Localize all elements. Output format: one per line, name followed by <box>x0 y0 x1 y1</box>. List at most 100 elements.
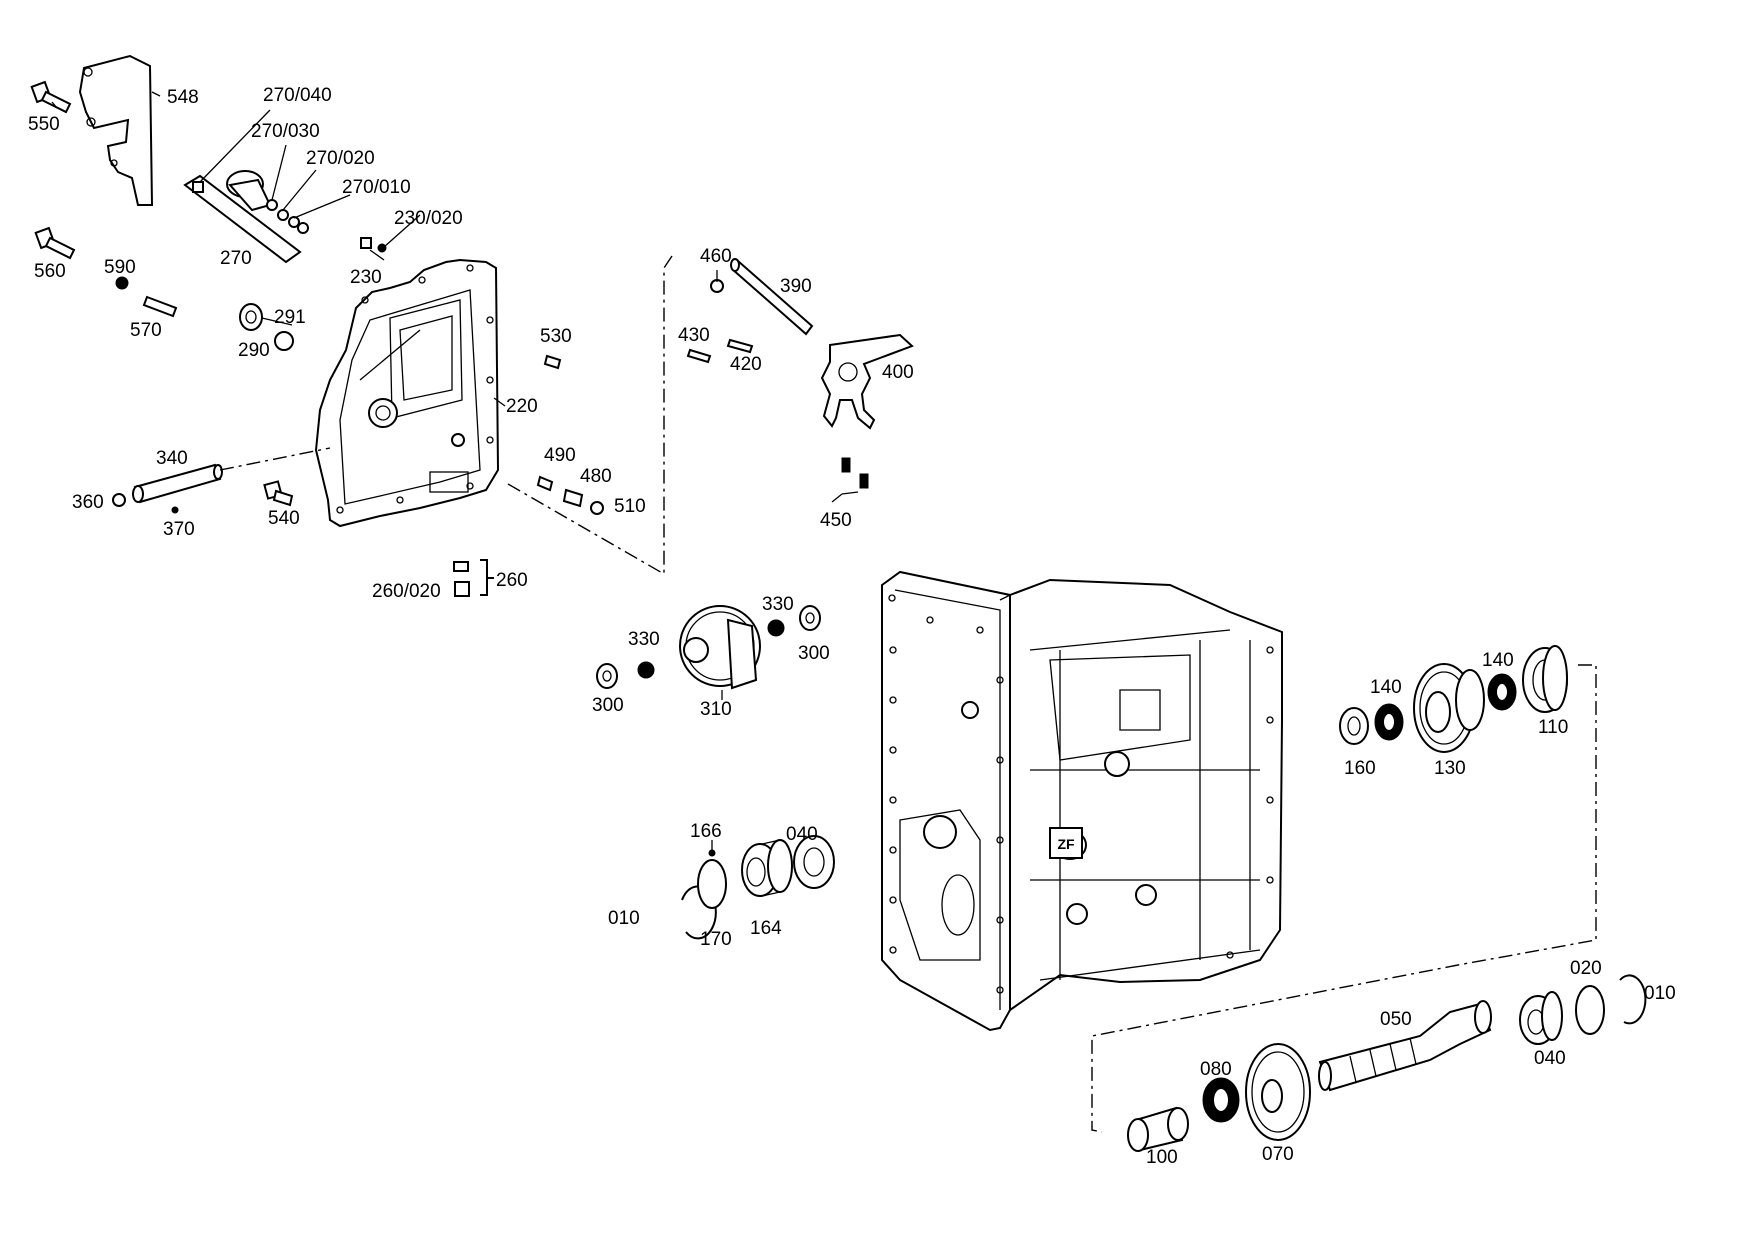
part-number-label: 450 <box>820 510 852 531</box>
part-number-label: 040 <box>1534 1048 1566 1069</box>
part-number-label: 480 <box>580 466 612 487</box>
needle-bearing-part <box>1374 673 1517 741</box>
dashdot-line <box>1091 664 1597 1133</box>
part-number-label: 160 <box>1344 758 1376 779</box>
part-number-label: 260 <box>496 570 528 591</box>
part-number-label: 140 <box>1482 650 1514 671</box>
part-number-label: 360 <box>72 492 104 513</box>
ball-part <box>115 276 129 290</box>
part-number-label: 170 <box>700 929 732 950</box>
part-number-label: 420 <box>730 354 762 375</box>
bushing-part <box>1127 1106 1189 1152</box>
part-number-label: 080 <box>1200 1059 1232 1080</box>
part-number-label: 540 <box>268 508 300 529</box>
cover-plate-part <box>314 258 500 528</box>
part-number-label: 230 <box>350 267 382 288</box>
ball-part <box>708 849 716 857</box>
part-number-label: 164 <box>750 918 782 939</box>
screw-part <box>831 457 869 503</box>
part-number-label: 430 <box>678 325 710 346</box>
part-number-label: 300 <box>798 643 830 664</box>
bearing-part <box>1522 645 1568 713</box>
part-number-label: 390 <box>780 276 812 297</box>
shift-rod-part <box>730 258 814 336</box>
part-number-label: 570 <box>130 320 162 341</box>
part-labels: 548 550 270/040 270/030 270/020 270/010 … <box>28 85 1676 1168</box>
part-number-label: 040 <box>786 824 818 845</box>
part-number-label: 290 <box>238 340 270 361</box>
part-number-label: 270/040 <box>263 85 332 106</box>
part-number-label: 400 <box>882 362 914 383</box>
gear-part <box>1413 663 1485 753</box>
part-number-label: 300 <box>592 695 624 716</box>
part-number-label: 530 <box>540 326 572 347</box>
washer-part <box>1339 707 1369 745</box>
part-number-label: 070 <box>1262 1144 1294 1165</box>
pin-part <box>726 338 754 354</box>
pin-part <box>171 506 179 514</box>
part-number-label: 291 <box>274 307 306 328</box>
part-number-label: 460 <box>700 246 732 267</box>
ring-part <box>1575 985 1605 1035</box>
part-number-label: 590 <box>104 257 136 278</box>
bolt-part <box>30 80 72 114</box>
part-number-label: 550 <box>28 114 60 135</box>
gear-part <box>1245 1043 1311 1141</box>
pin-part <box>686 348 712 364</box>
part-number-label: 100 <box>1146 1147 1178 1168</box>
shaft-part <box>1318 1000 1492 1092</box>
clip-part <box>360 237 387 253</box>
circlip-part <box>1619 974 1647 1025</box>
bracket-part <box>78 54 154 206</box>
part-number-label: 220 <box>506 396 538 417</box>
housing-part <box>881 570 1283 1032</box>
part-number-label: 548 <box>167 87 199 108</box>
part-number-label: 010 <box>1644 983 1676 1004</box>
part-number-label: 230/020 <box>394 208 463 229</box>
part-number-label: 270/020 <box>306 148 375 169</box>
ring-part <box>697 859 727 909</box>
part-number-label: 270 <box>220 248 252 269</box>
sensor-part <box>183 170 309 264</box>
dashdot-line <box>507 483 665 575</box>
part-number-label: 166 <box>690 821 722 842</box>
shift-fork-part <box>820 333 914 430</box>
plug-part <box>239 303 294 351</box>
leader-lines <box>51 91 723 850</box>
part-number-label: 270/030 <box>251 121 320 142</box>
part-number-label: 490 <box>544 445 576 466</box>
part-number-label: 330 <box>762 594 794 615</box>
plug-part <box>453 559 494 597</box>
bearing-part <box>741 839 793 897</box>
part-number-label: 330 <box>628 629 660 650</box>
part-number-label: 270/010 <box>342 177 411 198</box>
shaft-part <box>112 463 223 507</box>
bolt-part <box>34 226 76 260</box>
gear-part <box>679 605 761 690</box>
pin-part <box>142 295 178 318</box>
part-number-label: 340 <box>156 448 188 469</box>
bearing-part <box>1519 991 1563 1045</box>
needle-bearing-part <box>637 619 785 679</box>
part-number-label: 560 <box>34 261 66 282</box>
part-number-label: 110 <box>1538 717 1568 738</box>
bearing-part <box>793 835 835 889</box>
needle-bearing-part <box>1202 1077 1240 1123</box>
washer-part <box>596 605 821 689</box>
bolt-part <box>263 480 294 507</box>
part-number-label: 050 <box>1380 1009 1412 1030</box>
zf-logo: ZF <box>1057 836 1075 852</box>
plug-part <box>536 475 604 515</box>
part-number-label: 130 <box>1434 758 1466 779</box>
part-number-label: 140 <box>1370 677 1402 698</box>
part-number-label: 370 <box>163 519 195 540</box>
dashdot-line <box>219 447 331 471</box>
part-number-label: 310 <box>700 699 732 720</box>
pin-part <box>543 354 562 370</box>
part-number-label: 010 <box>608 908 640 929</box>
dashdot-line <box>663 255 673 574</box>
part-number-label: 510 <box>614 496 646 517</box>
part-number-label: 020 <box>1570 958 1602 979</box>
